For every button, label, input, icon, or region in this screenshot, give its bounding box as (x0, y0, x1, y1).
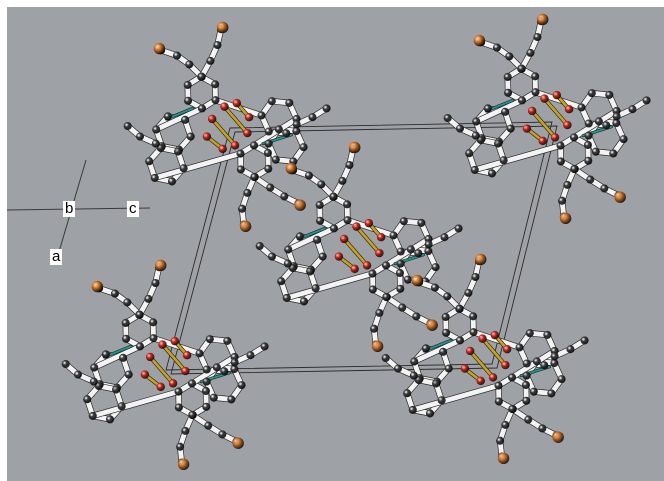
molecule-2 (255, 141, 463, 353)
molecule-0 (123, 21, 331, 233)
molecule-3 (61, 259, 269, 471)
axis-label-a: a (50, 248, 63, 265)
plot-background (7, 7, 664, 481)
axis-label-c: c (127, 200, 139, 217)
axis-line-c (6, 207, 151, 211)
axis-label-b: b (63, 200, 76, 217)
unit-cell (165, 121, 558, 375)
molecule-4 (381, 253, 589, 465)
molecule-1 (443, 13, 651, 225)
